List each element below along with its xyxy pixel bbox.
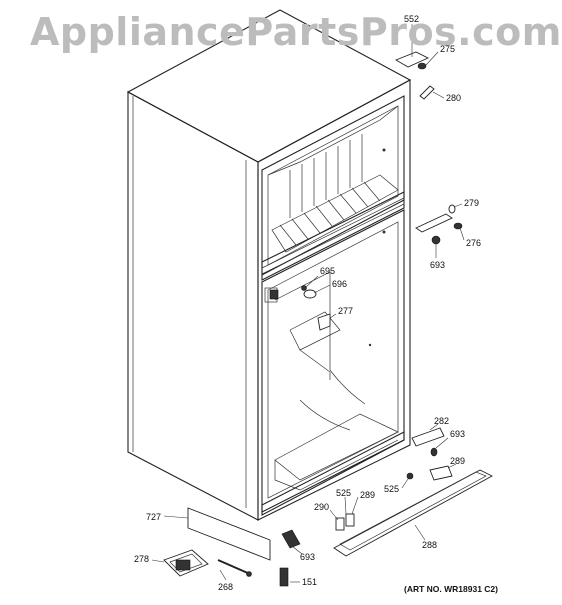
top-hinge bbox=[394, 24, 439, 70]
front-plate bbox=[163, 507, 271, 561]
callout-280: 280 bbox=[446, 93, 461, 103]
screw-151 bbox=[279, 567, 300, 587]
callout-277: 277 bbox=[338, 306, 353, 316]
callout-282: 282 bbox=[434, 416, 449, 426]
callout-279: 279 bbox=[464, 198, 479, 208]
leveling-leg bbox=[217, 559, 252, 581]
callout-693-bottom: 693 bbox=[300, 552, 315, 562]
roller-bracket bbox=[151, 549, 209, 577]
callout-278: 278 bbox=[134, 554, 149, 564]
callout-289-right: 289 bbox=[450, 456, 465, 466]
callout-288: 288 bbox=[422, 540, 437, 550]
callout-290: 290 bbox=[314, 502, 329, 512]
callout-289-left: 289 bbox=[360, 490, 375, 500]
callout-727: 727 bbox=[146, 512, 161, 522]
center-hinge bbox=[415, 203, 465, 258]
grille-clips-left bbox=[329, 496, 359, 531]
callout-525-right: 525 bbox=[384, 484, 399, 494]
fresh-food-compartment bbox=[261, 148, 405, 516]
freezer-compartment bbox=[261, 95, 405, 281]
grille-clips-right bbox=[401, 463, 457, 489]
callout-693-top: 693 bbox=[430, 260, 445, 270]
hinge-shim bbox=[419, 85, 445, 100]
watermark: AppliancePartsPros.com bbox=[30, 10, 562, 54]
callout-268: 268 bbox=[218, 582, 233, 592]
callout-276: 276 bbox=[466, 238, 481, 248]
callout-525-left: 525 bbox=[336, 488, 351, 498]
art-number: (ART NO. WR18931 C2) bbox=[404, 584, 498, 594]
cabinet bbox=[126, 9, 412, 521]
callout-151: 151 bbox=[302, 577, 317, 587]
callout-275: 275 bbox=[440, 44, 455, 54]
callout-696: 696 bbox=[332, 279, 347, 289]
callout-693-right: 693 bbox=[450, 429, 465, 439]
callout-695: 695 bbox=[320, 266, 335, 276]
screw-693 bbox=[281, 529, 303, 555]
callout-552: 552 bbox=[404, 14, 419, 24]
toe-grille bbox=[333, 469, 493, 557]
rail-bracket bbox=[317, 313, 337, 331]
lower-hinge bbox=[411, 423, 449, 457]
light-switch-and-plug bbox=[301, 275, 331, 299]
